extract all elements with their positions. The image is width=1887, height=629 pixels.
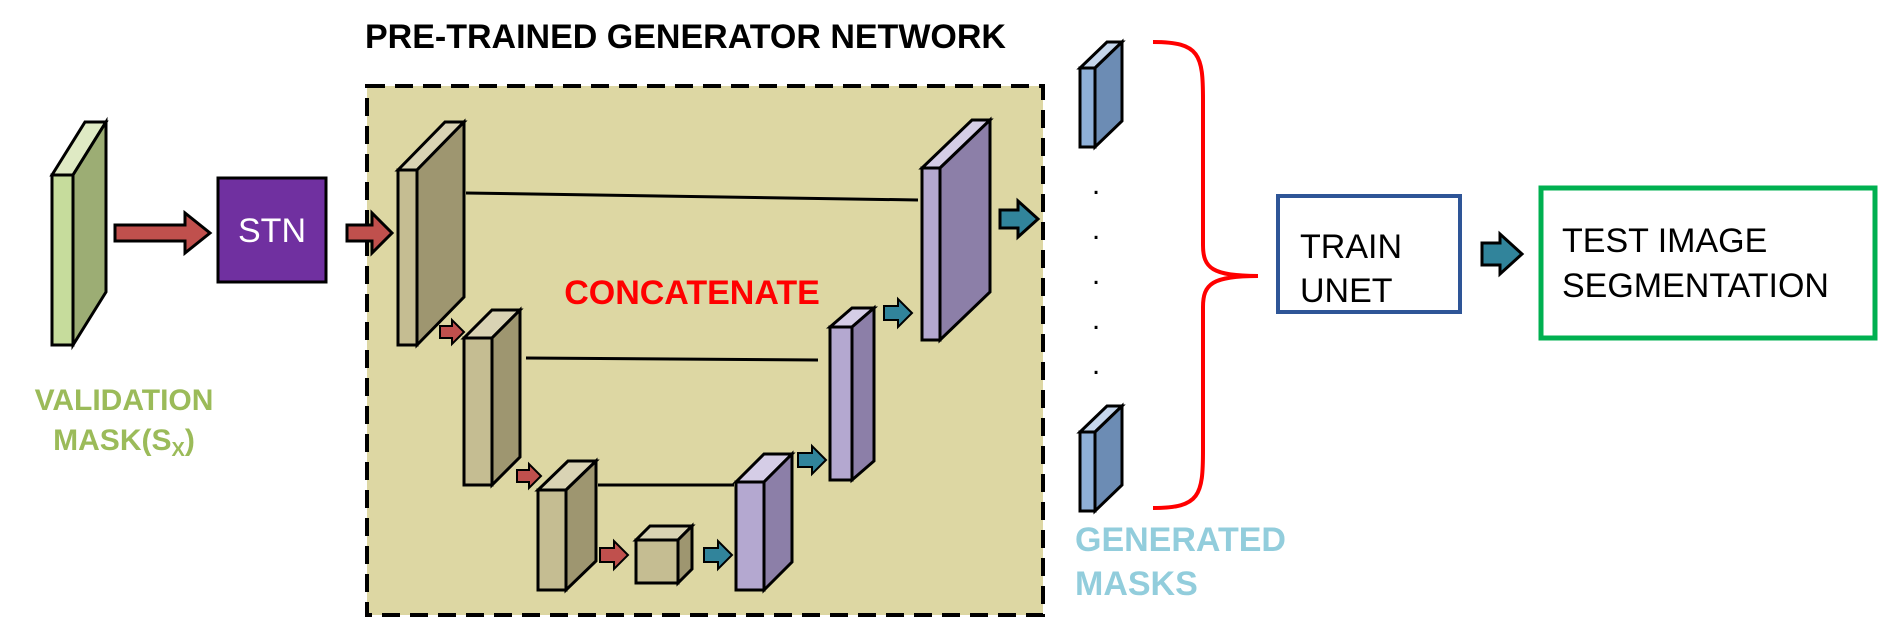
upsample-arrow-1 [703, 538, 734, 572]
stn-label: STN [238, 212, 306, 250]
downsample-arrow-2 [516, 461, 543, 491]
validation-label-line2: MASK(SX) [53, 424, 195, 461]
downsample-arrow-3 [599, 538, 630, 572]
upsample-arrow-3 [883, 296, 914, 330]
downsample-arrow-1 [439, 317, 466, 347]
arrow-to-test [1480, 230, 1525, 278]
encoder-block-2 [460, 306, 524, 489]
skip-connection-2 [525, 356, 819, 362]
skip-connection-1 [465, 191, 919, 202]
generated-masks-line1: GENERATED [1075, 521, 1286, 559]
encoder-block-3 [534, 457, 600, 594]
output-arrow [998, 197, 1041, 241]
ellipsis-dot-4: . [1092, 303, 1100, 336]
test-segmentation-line2: SEGMENTATION [1562, 267, 1829, 305]
decoder-block-2 [825, 304, 879, 484]
upsample-arrow-2 [797, 443, 828, 477]
arrow-stn-to-encoder [345, 209, 395, 257]
validation-label-line1: VALIDATION [35, 384, 214, 417]
generated-mask-top [1076, 38, 1126, 151]
encoder-block-1 [394, 118, 468, 349]
decoder-block-1 [732, 450, 796, 594]
generated-mask-bottom [1076, 402, 1126, 515]
arrow-to-stn [113, 209, 213, 257]
decoder-block-3 [918, 116, 994, 344]
concatenate-label: CONCATENATE [564, 274, 820, 312]
test-segmentation-box [1538, 185, 1878, 341]
test-segmentation-line1: TEST IMAGE [1562, 222, 1767, 260]
diagram-title: PRE-TRAINED GENERATOR NETWORK [365, 18, 1006, 56]
ellipsis-dot-1: . [1092, 168, 1100, 201]
ellipsis-dot-2: . [1092, 213, 1100, 246]
generated-masks-line2: MASKS [1075, 565, 1198, 603]
train-unet-box [1276, 194, 1462, 314]
train-unet-line1: TRAIN [1300, 228, 1402, 266]
bottleneck-block [632, 522, 696, 587]
stn-box [216, 176, 328, 284]
grouping-brace [1152, 40, 1259, 510]
ellipsis-dot-3: . [1092, 258, 1100, 291]
ellipsis-dot-5: . [1092, 348, 1100, 381]
validation-mask-block [49, 116, 109, 351]
train-unet-line2: UNET [1300, 272, 1393, 310]
